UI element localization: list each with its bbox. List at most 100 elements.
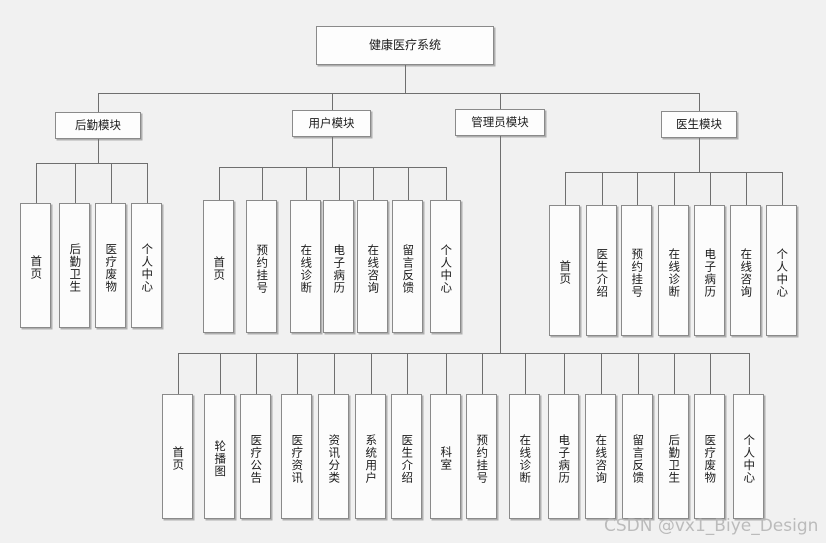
node-leaf-admin-3[interactable]: 医疗资讯	[281, 394, 312, 519]
node-label: 预约挂号	[475, 433, 490, 484]
connector-parent-stem-doctor	[699, 138, 700, 172]
node-leaf-admin-14[interactable]: 医疗废物	[694, 394, 725, 519]
node-leaf-logistics-2[interactable]: 医疗废物	[95, 203, 126, 328]
node-label: 首页	[171, 446, 186, 471]
node-label: 在线咨询	[739, 247, 754, 298]
node-leaf-doctor-1[interactable]: 医生介绍	[586, 205, 617, 336]
node-module-user[interactable]: 用户模块	[292, 110, 371, 137]
node-leaf-logistics-0[interactable]: 首页	[20, 203, 51, 328]
node-label: 预约挂号	[255, 243, 270, 294]
connector-leaf-bar-admin	[178, 353, 749, 354]
connector-leaf-bar-user	[219, 167, 446, 168]
node-label: 电子病历	[703, 247, 718, 298]
node-label: 医疗资讯	[290, 433, 305, 484]
connector-leaf-stem	[262, 167, 263, 200]
connector-leaf-stem	[710, 353, 711, 394]
node-label: 系统用户	[364, 433, 379, 484]
node-label: 首页	[29, 255, 44, 280]
connector-leaf-stem	[482, 353, 483, 394]
node-leaf-admin-15[interactable]: 个人中心	[733, 394, 764, 519]
node-label: 预约挂号	[630, 247, 645, 298]
connector-leaf-stem	[220, 353, 221, 394]
node-leaf-user-3[interactable]: 电子病历	[323, 200, 354, 333]
node-leaf-admin-12[interactable]: 留言反馈	[622, 394, 653, 519]
node-label: 留言反馈	[631, 433, 646, 484]
node-label: 科室	[439, 446, 454, 471]
node-leaf-logistics-3[interactable]: 个人中心	[131, 203, 162, 328]
node-leaf-admin-0[interactable]: 首页	[162, 394, 193, 519]
connector-leaf-stem	[446, 167, 447, 200]
node-label: 个人中心	[140, 242, 155, 293]
node-leaf-user-2[interactable]: 在线诊断	[290, 200, 321, 333]
node-label: 在线诊断	[518, 433, 533, 484]
connector-leaf-stem	[407, 353, 408, 394]
node-module-admin[interactable]: 管理员模块	[455, 109, 545, 136]
connector-leaf-stem	[297, 353, 298, 394]
connector-parent-stem-logistics	[98, 139, 99, 163]
connector-leaf-stem	[75, 163, 76, 203]
connector-leaf-stem	[147, 163, 148, 203]
connector-leaf-stem	[219, 167, 220, 200]
node-root-health-medical-system[interactable]: 健康医疗系统	[316, 26, 494, 65]
node-leaf-admin-8[interactable]: 预约挂号	[466, 394, 497, 519]
node-leaf-admin-13[interactable]: 后勤卫生	[658, 394, 689, 519]
node-leaf-user-1[interactable]: 预约挂号	[246, 200, 277, 333]
node-label: 医生介绍	[400, 433, 415, 484]
connector-leaf-stem	[564, 353, 565, 394]
node-module-logistics[interactable]: 后勤模块	[55, 112, 141, 139]
connector-leaf-stem	[749, 353, 750, 394]
connector-leaf-stem	[446, 353, 447, 394]
node-leaf-admin-1[interactable]: 轮播图	[204, 394, 235, 519]
connector-leaf-stem	[565, 172, 566, 205]
node-leaf-user-4[interactable]: 在线咨询	[357, 200, 388, 333]
node-leaf-admin-11[interactable]: 在线咨询	[585, 394, 616, 519]
node-label: 管理员模块	[471, 114, 529, 129]
connector-leaf-stem	[373, 167, 374, 200]
connector-stem-module-user	[332, 93, 333, 110]
node-leaf-user-0[interactable]: 首页	[203, 200, 234, 333]
node-label: 个人中心	[439, 243, 454, 294]
node-leaf-admin-5[interactable]: 系统用户	[355, 394, 386, 519]
connector-parent-stem-user	[332, 137, 333, 167]
connector-leaf-stem	[601, 353, 602, 394]
connector-leaf-stem	[371, 353, 372, 394]
node-leaf-user-5[interactable]: 留言反馈	[392, 200, 423, 333]
node-module-doctor[interactable]: 医生模块	[661, 111, 737, 138]
node-leaf-doctor-3[interactable]: 在线诊断	[658, 205, 689, 336]
node-leaf-doctor-2[interactable]: 预约挂号	[621, 205, 652, 336]
watermark-text: CSDN @vx1_Biye_Design	[604, 516, 819, 536]
connector-leaf-stem	[638, 353, 639, 394]
connector-module-distributor-bar	[98, 93, 699, 94]
node-label: 电子病历	[557, 433, 572, 484]
node-leaf-admin-6[interactable]: 医生介绍	[391, 394, 422, 519]
node-label: 医疗公告	[249, 433, 264, 484]
node-leaf-admin-7[interactable]: 科室	[430, 394, 461, 519]
right-gutter	[826, 0, 835, 543]
node-label: 个人中心	[742, 433, 757, 484]
node-label: 电子病历	[332, 243, 347, 294]
node-label: 在线咨询	[594, 433, 609, 484]
node-leaf-doctor-0[interactable]: 首页	[549, 205, 580, 336]
node-label: 医生模块	[676, 116, 722, 131]
node-leaf-admin-10[interactable]: 电子病历	[548, 394, 579, 519]
connector-stem-module-logistics	[98, 93, 99, 112]
node-label: 医生介绍	[595, 247, 610, 298]
node-leaf-admin-9[interactable]: 在线诊断	[509, 394, 540, 519]
connector-leaf-stem	[334, 353, 335, 394]
node-leaf-admin-4[interactable]: 资讯分类	[318, 394, 349, 519]
node-label: 资讯分类	[327, 433, 342, 484]
node-label: 在线诊断	[667, 247, 682, 298]
connector-leaf-bar-doctor	[565, 172, 782, 173]
node-leaf-doctor-4[interactable]: 电子病历	[694, 205, 725, 336]
connector-leaf-stem	[637, 172, 638, 205]
node-label: 在线诊断	[299, 243, 314, 294]
node-label: 首页	[558, 260, 573, 285]
node-label: 留言反馈	[401, 243, 416, 294]
node-leaf-logistics-1[interactable]: 后勤卫生	[59, 203, 90, 328]
node-leaf-user-6[interactable]: 个人中心	[430, 200, 461, 333]
node-leaf-admin-2[interactable]: 医疗公告	[240, 394, 271, 519]
connector-root-stem	[405, 65, 406, 93]
connector-leaf-stem	[746, 172, 747, 205]
node-leaf-doctor-5[interactable]: 在线咨询	[730, 205, 761, 336]
node-leaf-doctor-6[interactable]: 个人中心	[766, 205, 797, 336]
